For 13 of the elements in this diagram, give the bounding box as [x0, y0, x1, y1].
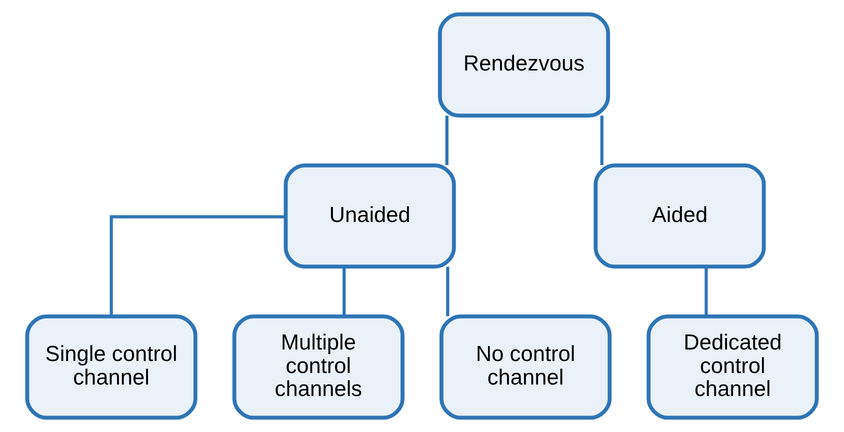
connector	[446, 266, 450, 316]
node-box: Aided	[594, 163, 766, 269]
connector	[600, 116, 604, 166]
node-box: No control channel	[440, 314, 612, 420]
connector	[110, 215, 286, 316]
node-box: Single control channel	[25, 314, 198, 420]
connector	[342, 266, 346, 316]
connector	[445, 116, 448, 166]
node-box: Multiple control channels	[232, 314, 404, 420]
node-box: Unaided	[284, 163, 456, 269]
node-box: Rendezvous	[438, 12, 610, 118]
connector	[704, 266, 708, 316]
node-box: Dedicated control channel	[646, 314, 819, 420]
